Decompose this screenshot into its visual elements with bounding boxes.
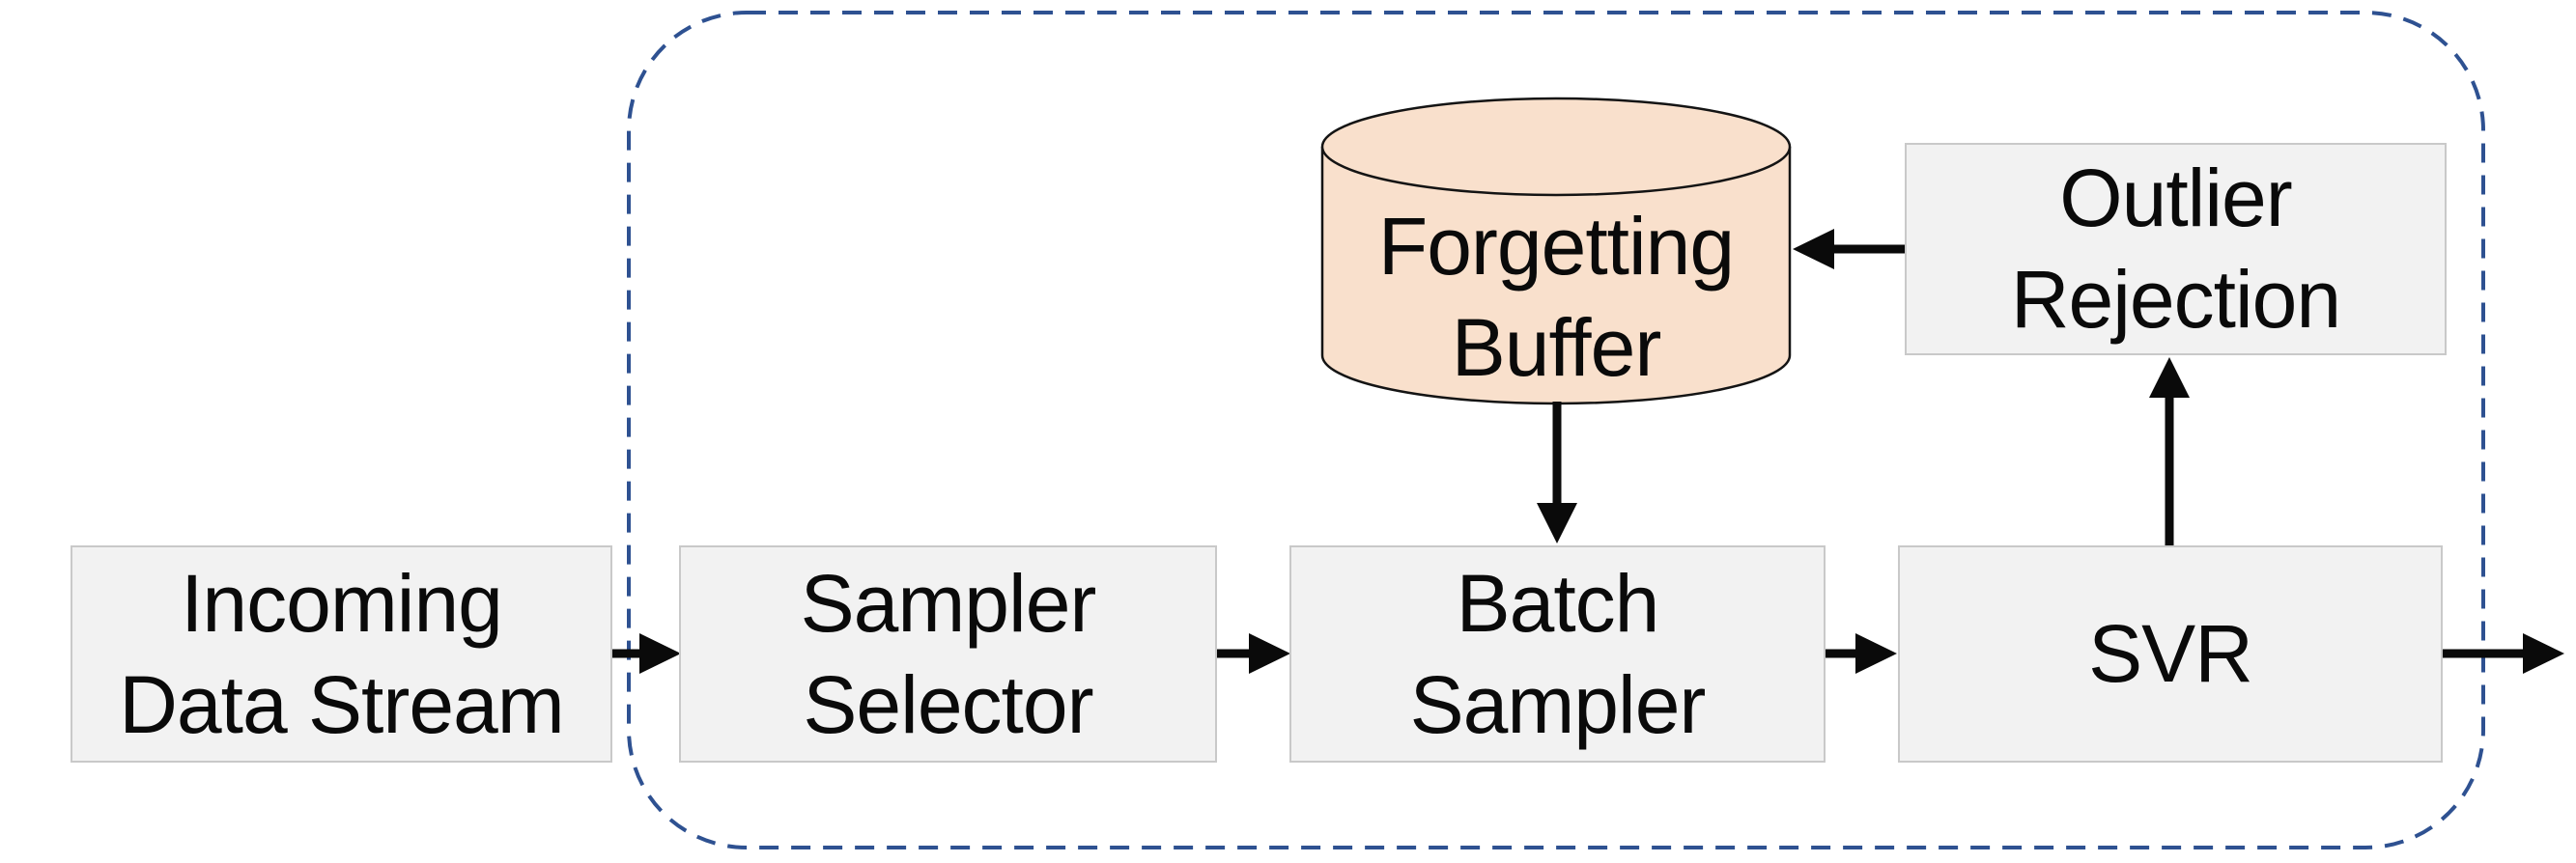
arrow-batch-to-svr [1826,633,1897,674]
forgetting-buffer-cylinder [1320,97,1792,405]
cylinder-top [1320,97,1792,197]
node-forgetting-buffer: Forgetting Buffer [1332,195,1780,400]
node-svr: SVR [1898,545,2443,763]
arrow-svr-to-outlier [2149,357,2190,545]
node-incoming-data-stream-label: Incoming Data Stream [119,557,565,750]
arrow-sampler-to-batch [1217,633,1290,674]
node-incoming-data-stream: Incoming Data Stream [71,545,612,763]
arrow-buffer-to-batch [1537,402,1577,543]
node-sampler-selector-label: Sampler Selector [800,557,1097,750]
arrow-outlier-to-buffer [1793,229,1905,269]
arrow-incoming-to-sampler [612,633,681,674]
node-batch-sampler: Batch Sampler [1289,545,1826,763]
arrow-svr-to-output [2443,633,2564,674]
node-sampler-selector: Sampler Selector [679,545,1217,763]
node-batch-sampler-label: Batch Sampler [1409,557,1707,750]
node-outlier-rejection-label: Outlier Rejection [2010,153,2341,345]
node-outlier-rejection: Outlier Rejection [1905,143,2447,355]
node-forgetting-buffer-label: Forgetting Buffer [1377,201,1735,393]
node-svr-label: SVR [2088,608,2253,699]
system-boundary-dashed-border [627,11,2485,849]
